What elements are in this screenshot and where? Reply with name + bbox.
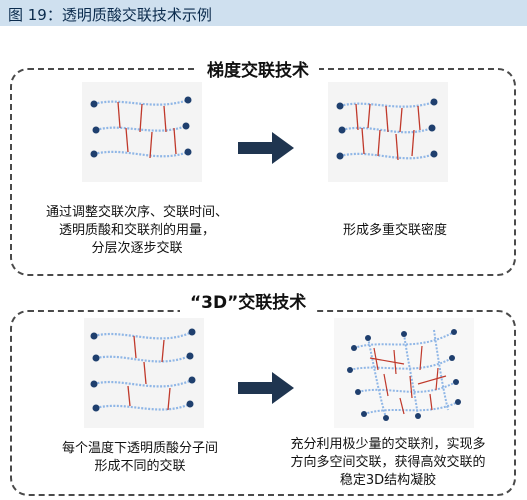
section-title-gradient: 梯度交联技术 <box>197 56 319 81</box>
gradient-before-image <box>82 82 202 182</box>
caption-line: 形成不同的交联 <box>94 459 186 474</box>
gradient-after-image <box>328 82 448 182</box>
figure-title: 图 19：透明质酸交联技术示例 <box>8 6 212 24</box>
caption-line: 通过调整交联次序、交联时间、 <box>45 205 228 220</box>
network-before-illustration <box>90 96 192 159</box>
gradient-left-caption: 通过调整交联次序、交联时间、 透明质酸和交联剂的用量， 分层次逐步交联 <box>22 204 252 258</box>
right-arrow-icon <box>238 132 294 164</box>
figure-header <box>0 0 527 26</box>
3d-before-image <box>84 318 204 428</box>
3d-after-image <box>334 318 474 428</box>
right-arrow-icon <box>238 372 294 404</box>
3d-left-caption: 每个温度下透明质酸分子间 形成不同的交联 <box>40 440 240 476</box>
caption-line: 透明质酸和交联剂的用量， <box>58 223 215 238</box>
caption-line: 每个温度下透明质酸分子间 <box>61 441 218 456</box>
3d-right-caption: 充分利用极少量的交联剂，实现多 方向多空间交联，获得高效交联的 稳定3D结构凝胶 <box>268 436 508 490</box>
3d-network-illustration <box>347 329 461 421</box>
caption-line: 充分利用极少量的交联剂，实现多 <box>290 437 486 452</box>
caption-line: 方向多空间交联，获得高效交联的 <box>290 455 486 470</box>
caption-line: 稳定3D结构凝胶 <box>339 473 437 488</box>
gradient-right-caption: 形成多重交联密度 <box>342 223 447 238</box>
network-after-illustration <box>336 98 438 161</box>
caption-line: 分层次逐步交联 <box>91 241 183 256</box>
layered-network-illustration <box>90 328 196 412</box>
section-title-3d: “3D”交联技术 <box>180 288 317 313</box>
